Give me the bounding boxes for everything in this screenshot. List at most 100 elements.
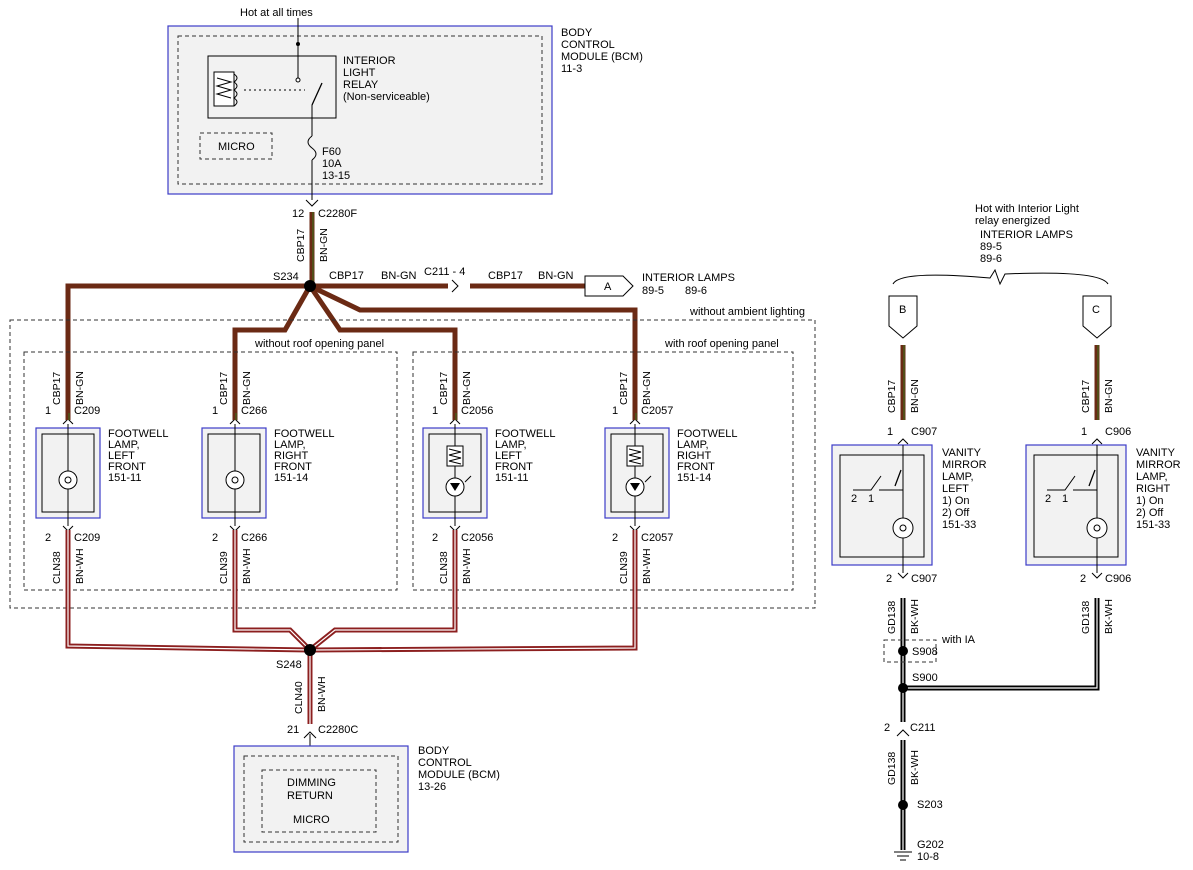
dimming-line-1: DIMMING (287, 777, 336, 789)
lamp-1-label-4: 151-11 (108, 472, 141, 484)
interior-ref-title: INTERIOR LAMPS (642, 272, 735, 284)
mirror-bulb-icon (1086, 517, 1108, 539)
return-circuit: CLN40 (293, 681, 305, 714)
lamp-2-conn-in: C266 (241, 405, 267, 417)
lamp-1-label-2: LEFT (108, 450, 135, 462)
relay-line-1: INTERIOR (343, 55, 396, 67)
s908-label: S908 (912, 646, 938, 658)
lamp-2-conn-out: C266 (241, 532, 267, 544)
top-bcm-border (167, 25, 553, 195)
bottom-bcm-title-1: BODY (418, 745, 450, 757)
option-regions: without ambient lighting without roof op… (9, 306, 816, 609)
mirror-2-label-3: RIGHT (1136, 483, 1171, 495)
c211-pin-icon (896, 729, 910, 737)
lamp-4-inner (610, 433, 664, 513)
ref-brace (892, 268, 1109, 286)
ref-a-letter: A (604, 281, 612, 293)
mirror-1-conn-out: C907 (911, 573, 937, 585)
interior-circuit1: CBP17 (329, 270, 364, 282)
interior-ref-page-2: 89-6 (685, 285, 707, 297)
coil-winding (233, 73, 238, 107)
lamp-3-conn-in: C2056 (461, 405, 493, 417)
c2280c-pin-icon (303, 731, 317, 739)
ambient-region (9, 319, 816, 609)
relay-switch-arm (311, 82, 323, 106)
bulb-icon (58, 470, 78, 490)
relay-line-2: LIGHT (343, 67, 376, 79)
mirror-2-pin-out: 2 (1080, 573, 1086, 585)
feed-connector: C2280F (318, 208, 357, 220)
mirror-2-circuit-out: GD138 (1080, 601, 1092, 634)
return-pin: 21 (287, 724, 299, 736)
s234-branches: A CBP17 BN-GN C211 - 4 CBP17 BN-GN INTER… (65, 266, 735, 413)
relay-contact (295, 77, 301, 83)
interior-circuit2: CBP17 (488, 270, 523, 282)
lamp-2-label-1: LAMP, (274, 439, 306, 451)
top-bcm-title-3: MODULE (BCM) (561, 51, 643, 63)
lamp-1-circuit-in: CBP17 (51, 372, 63, 405)
dimming-line-2: RETURN (287, 790, 333, 802)
s900-label: S900 (912, 672, 938, 684)
mirror-2-conn-out: C906 (1105, 573, 1131, 585)
interior-color2: BN-GN (538, 270, 574, 282)
lamp-1-label-0: FOOTWELL (108, 428, 169, 440)
lamp-4-circuit-in: CBP17 (618, 372, 630, 405)
c211-pin: 2 (884, 722, 890, 734)
roof-label: with roof opening panel (664, 338, 779, 350)
mirror-1-sw-2: 2 (851, 493, 857, 505)
lamp-1-circuit-out: CLN38 (51, 551, 63, 584)
lamp-1-color-out: BN-WH (74, 548, 86, 584)
top-micro-label: MICRO (218, 141, 255, 153)
return-color: BN-WH (316, 676, 328, 712)
micro-box (199, 132, 273, 160)
bottom-bcm-title-2: CONTROL (418, 757, 472, 769)
dimming-micro-box (261, 769, 377, 833)
lamp-3-circuit-out: CLN38 (438, 551, 450, 584)
mirror-2-label-6: 151-33 (1136, 519, 1170, 531)
lamp-2-label-2: RIGHT (274, 450, 309, 462)
lamp-4-label-2: RIGHT (677, 450, 712, 462)
lamp-3-circuit-in: CBP17 (438, 372, 450, 405)
lamp-2-pin-out: 2 (212, 532, 218, 544)
ref-a-arrow (584, 275, 634, 297)
mirror-1-color-out: BK-WH (909, 599, 921, 634)
mirror-1-sw-1: 1 (868, 493, 874, 505)
lamp-2-label-3: FRONT (274, 461, 312, 473)
lamp-4-pin-in: 1 (612, 405, 618, 417)
ref-b-connector (888, 295, 918, 339)
with-ia-label: with IA (941, 634, 976, 646)
fuse-line-1: F60 (322, 146, 341, 158)
branch-c266 (232, 284, 313, 413)
hot-feed-node (296, 42, 300, 46)
mirror-1-label-0: VANITY (942, 447, 982, 459)
lamp-4-label-4: 151-14 (677, 472, 711, 484)
with-ia-box (883, 639, 937, 663)
bulb-icon (225, 470, 245, 490)
branch-c2057 (308, 283, 638, 413)
ground-path: with IA S908 S900 2 C211 GD138 BK-WH S20… (883, 598, 1100, 863)
lamp-3-label-3: FRONT (495, 461, 533, 473)
coil-zigzag (215, 77, 233, 99)
right-ref-page-1: 89-5 (980, 241, 1002, 253)
right-ref-title: INTERIOR LAMPS (980, 229, 1073, 241)
lamp-4-conn-in: C2057 (641, 405, 673, 417)
right-section: Hot with Interior Light relay energized … (888, 203, 1112, 339)
mirror-1-pin-out: 2 (886, 573, 892, 585)
mirror-2-pin-in-icon (1091, 438, 1103, 445)
mirror-2-label-0: VANITY (1136, 447, 1176, 459)
ref-c-connector (1082, 295, 1112, 339)
lamp-4-label-1: LAMP, (677, 439, 709, 451)
mirror-1-label-5: 2) Off (942, 507, 970, 519)
fuse-f60-icon (307, 135, 317, 161)
interior-connector: C211 - 4 (424, 266, 465, 278)
mirror-1-circuit-out: GD138 (886, 601, 898, 634)
mirror-bulb-icon (892, 517, 914, 539)
